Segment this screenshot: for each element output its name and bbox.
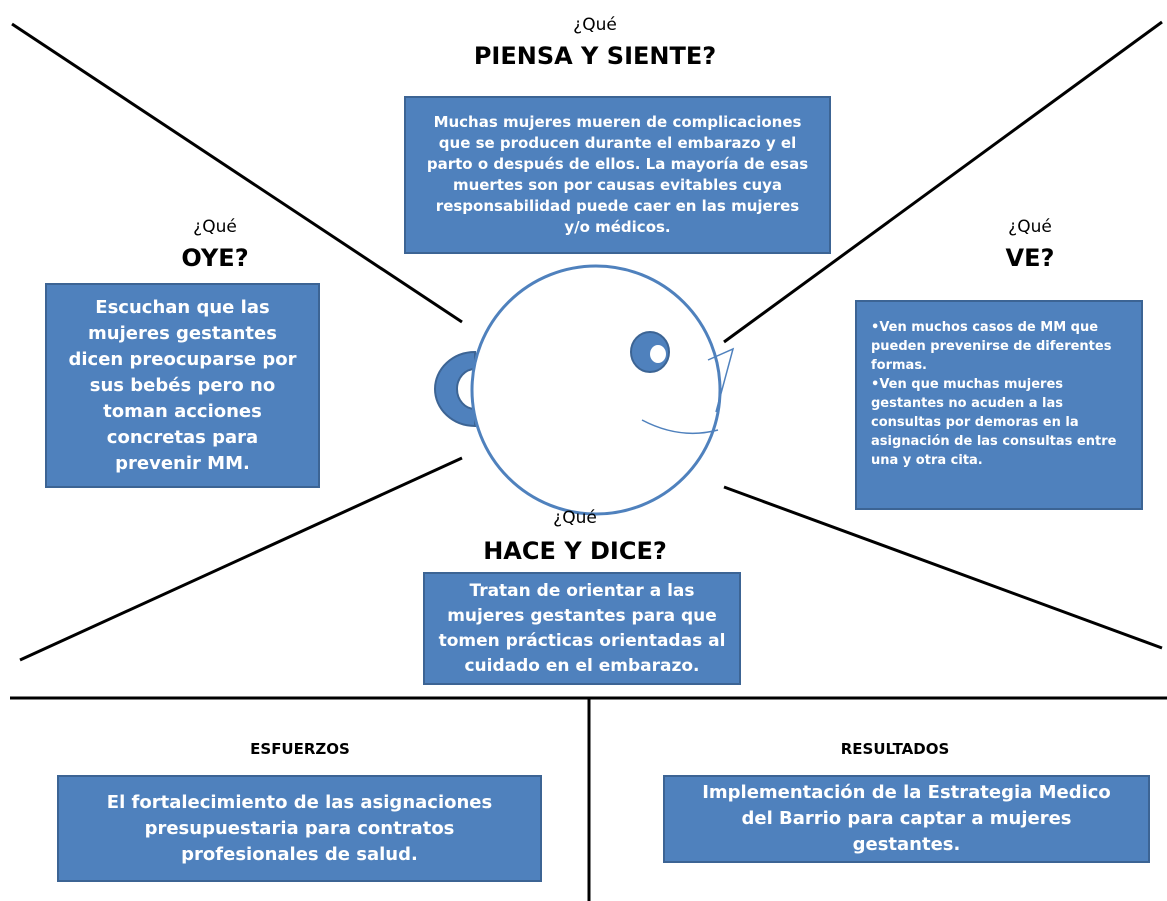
efforts-box: El fortalecimiento de las asignaciones p… <box>57 775 542 882</box>
divider-top-left <box>11 22 463 324</box>
divider-top-right <box>723 20 1163 344</box>
efforts-label: ESFUERZOS <box>250 740 350 758</box>
left-box: Escuchan que las mujeres gestantes dicen… <box>45 283 320 488</box>
ear <box>434 350 476 428</box>
bottom-box: Tratan de orientar a las mujeres gestant… <box>423 572 741 685</box>
head <box>470 264 722 516</box>
left-title: OYE? <box>181 244 249 272</box>
mouth <box>641 419 719 435</box>
right-title: VE? <box>1005 244 1055 272</box>
results-box: Implementación de la Estrategia Medico d… <box>663 775 1150 863</box>
right-item-2: Ven que muchas mujeres gestantes no acud… <box>871 375 1131 470</box>
efforts-text: El fortalecimiento de las asignaciones p… <box>106 791 493 865</box>
right-box: Ven muchos casos de MM que pueden preven… <box>855 300 1143 510</box>
face <box>434 264 735 516</box>
left-text: Escuchan que las mujeres gestantes dicen… <box>68 296 297 474</box>
nose <box>707 347 735 413</box>
top-title: PIENSA Y SIENTE? <box>473 42 717 70</box>
right-list: Ven muchos casos de MM que pueden preven… <box>871 318 1131 470</box>
bottom-question: ¿Qué <box>553 508 597 528</box>
top-box: Muchas mujeres mueren de complicaciones … <box>404 96 831 254</box>
top-question: ¿Qué <box>573 15 617 35</box>
right-item-1: Ven muchos casos de MM que pueden preven… <box>871 318 1131 375</box>
bottom-title: HACE Y DICE? <box>483 537 667 565</box>
results-label: RESULTADOS <box>840 740 950 758</box>
right-question: ¿Qué <box>1008 217 1052 237</box>
left-question: ¿Qué <box>193 217 237 237</box>
bottom-text: Tratan de orientar a las mujeres gestant… <box>438 580 726 676</box>
eye-pupil <box>650 345 666 363</box>
divider-bottom-left <box>19 456 463 662</box>
top-text: Muchas mujeres mueren de complicaciones … <box>426 113 809 236</box>
results-text: Implementación de la Estrategia Medico d… <box>702 782 1111 855</box>
divider-bottom-right <box>723 485 1163 650</box>
